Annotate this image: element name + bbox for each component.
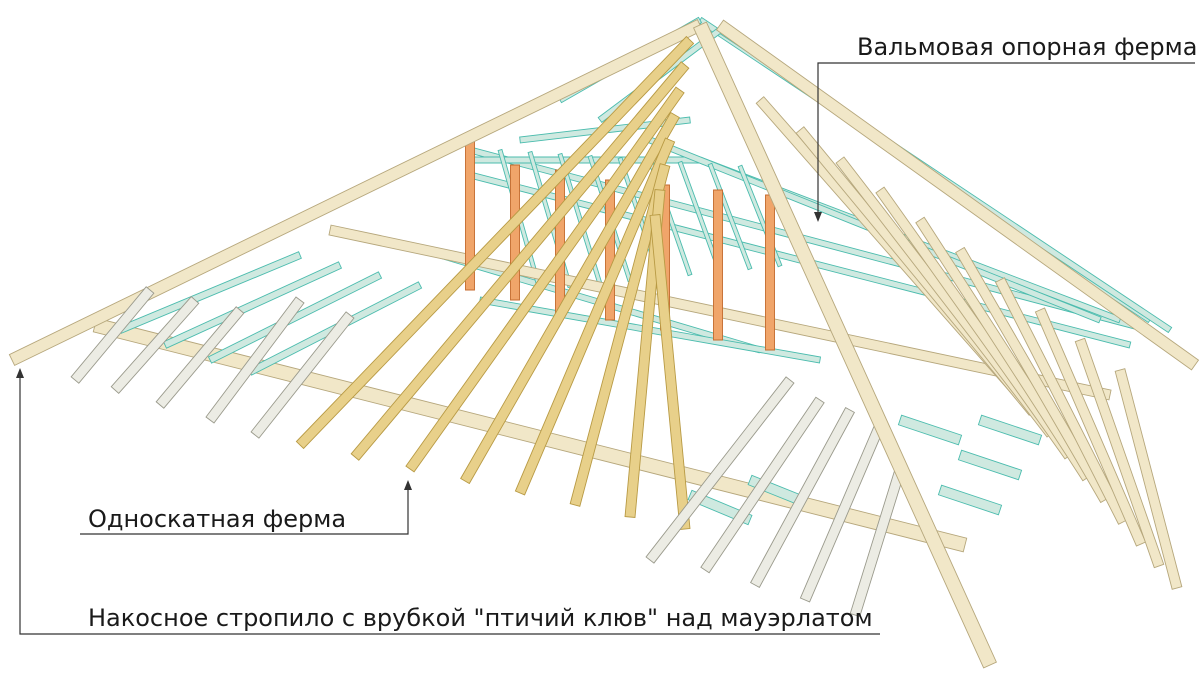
right-slope-rafter-8 bbox=[1074, 337, 1165, 569]
front-hip-rafter bbox=[693, 21, 997, 669]
left-hip-rafter bbox=[8, 19, 704, 366]
jack-rafter-left-4 bbox=[250, 311, 355, 439]
jack-rafter-left-2 bbox=[155, 306, 245, 409]
vertical-stud-5 bbox=[713, 189, 723, 341]
mono-truss-rafter-3 bbox=[460, 111, 680, 485]
tie-beam-1 bbox=[162, 261, 343, 349]
right-slope-rafter-9 bbox=[1114, 368, 1183, 590]
mono-truss-rafter-2 bbox=[405, 86, 685, 473]
vertical-stud-2 bbox=[555, 169, 565, 316]
jack-rafter-front-0 bbox=[645, 376, 795, 564]
right-tie-block-4 bbox=[957, 449, 1023, 481]
right-hip-rafter bbox=[715, 19, 1200, 371]
rafters-group bbox=[8, 19, 1200, 618]
jack-rafter-front-1 bbox=[700, 396, 825, 574]
hip-rafters-group bbox=[693, 21, 997, 669]
label-hip-support-truss: Вальмовая опорная ферма bbox=[857, 33, 1198, 61]
mono-truss-rafter-5 bbox=[569, 163, 671, 507]
leader-hip-rafter bbox=[19, 378, 880, 635]
arrow-hip-support-truss bbox=[814, 212, 822, 222]
label-hip-rafter: Накосное стропило с врубкой "птичий клюв… bbox=[88, 604, 873, 632]
right-tie-block-5 bbox=[977, 414, 1043, 446]
arrow-hip-rafter bbox=[16, 368, 24, 378]
jack-rafter-left-3 bbox=[205, 296, 305, 424]
mono-truss-rafter-7 bbox=[649, 214, 691, 530]
right-tie-block-3 bbox=[937, 484, 1003, 516]
jack-rafter-front-4 bbox=[849, 467, 906, 618]
mono-truss-rafter-1 bbox=[350, 61, 690, 461]
leader-mono-pitch-truss bbox=[80, 488, 409, 535]
label-mono-pitch-truss: Односкатная ферма bbox=[88, 505, 347, 533]
jack-rafter-left-1 bbox=[110, 296, 200, 394]
arrow-mono-pitch-truss bbox=[404, 480, 412, 490]
leader-lines-group bbox=[16, 62, 1195, 635]
jack-rafter-left-0 bbox=[70, 286, 155, 384]
mono-truss-rafter-0 bbox=[295, 35, 695, 450]
leader-hip-support-truss bbox=[817, 62, 1195, 212]
tie-beam-2 bbox=[207, 271, 383, 364]
right-tie-block-2 bbox=[897, 414, 963, 446]
vertical-stud-6 bbox=[765, 194, 775, 351]
mono-truss-rafter-4 bbox=[514, 137, 676, 496]
jack-rafter-front-2 bbox=[749, 407, 856, 588]
